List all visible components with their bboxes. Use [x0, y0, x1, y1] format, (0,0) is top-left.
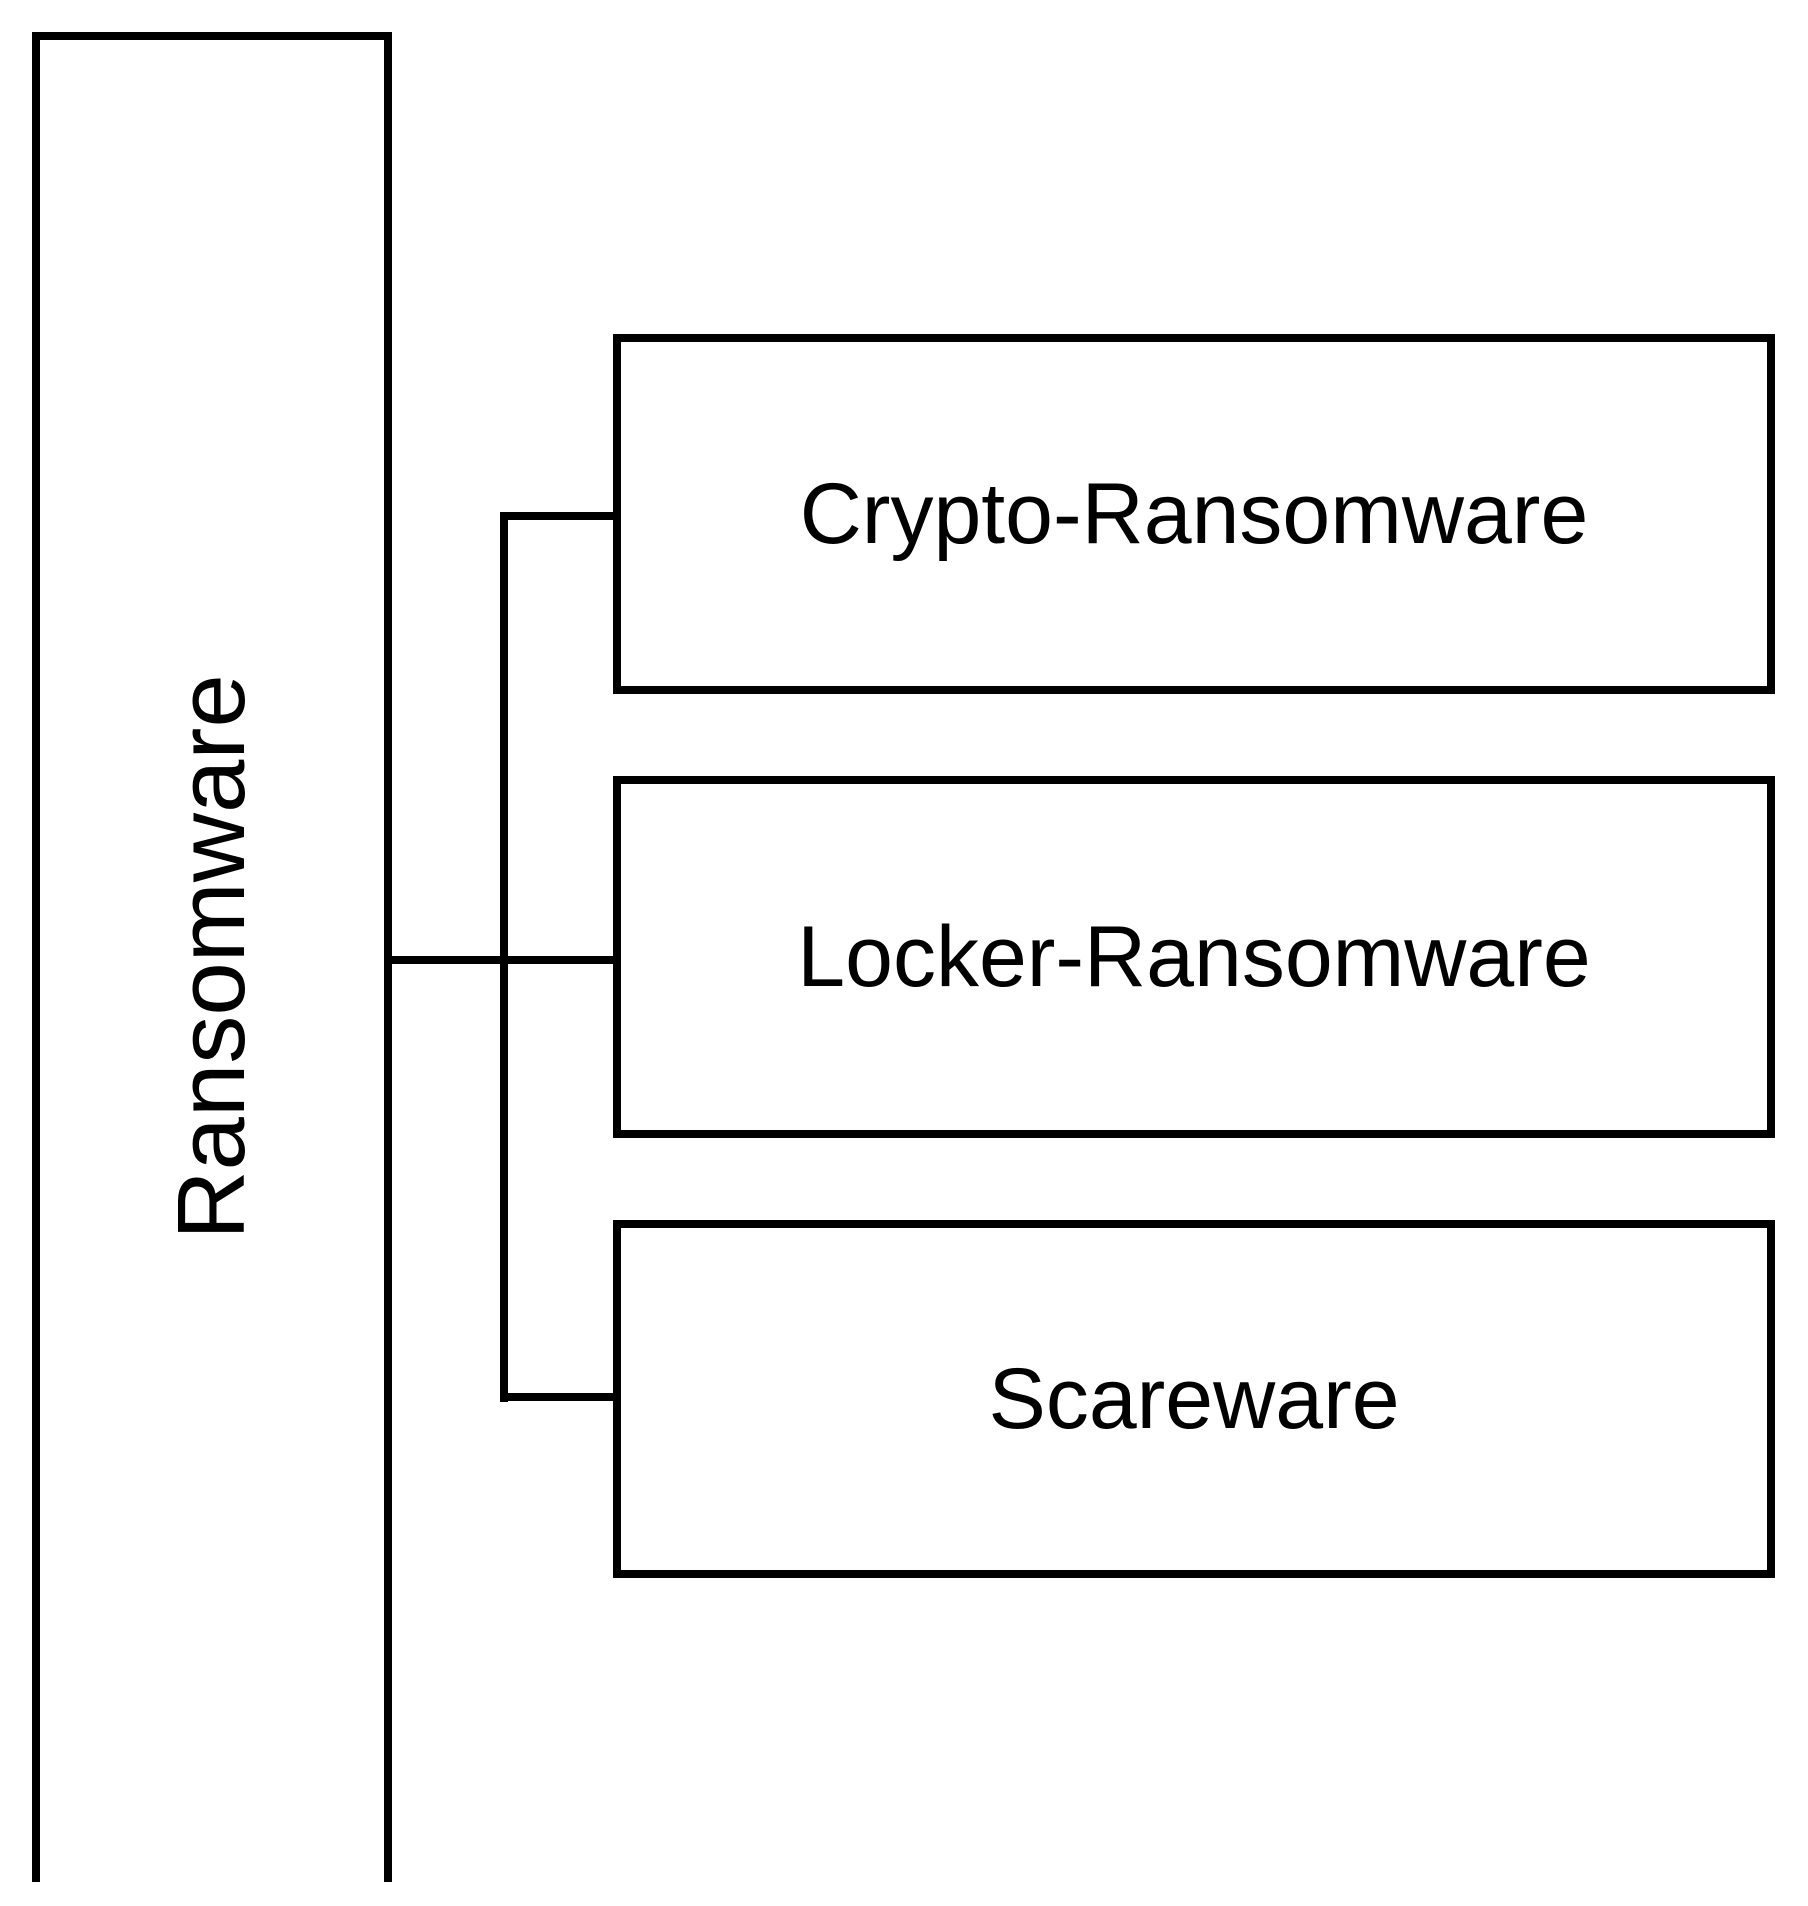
root-node-ransomware: [32, 32, 392, 1882]
child-node-locker-label: Locker-Ransomware: [797, 909, 1591, 1005]
child-node-crypto-ransomware: Crypto-Ransomware: [613, 334, 1775, 694]
child-node-crypto-label: Crypto-Ransomware: [799, 466, 1589, 562]
connector-branch-rail-line: [500, 512, 508, 1402]
connector-stub-crypto-line: [500, 512, 617, 520]
child-node-scareware: Scareware: [613, 1220, 1775, 1578]
root-node-label: Ransomware: [158, 674, 265, 1240]
child-node-scareware-label: Scareware: [988, 1351, 1400, 1447]
connector-stub-scareware-line: [500, 1393, 617, 1401]
child-node-locker-ransomware: Locker-Ransomware: [613, 776, 1775, 1138]
